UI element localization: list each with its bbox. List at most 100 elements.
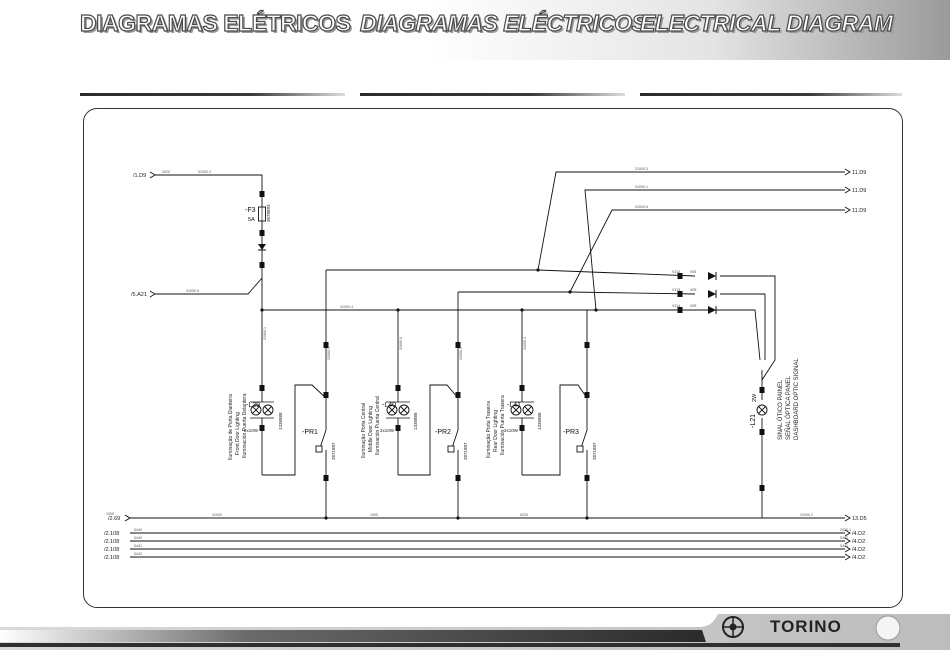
wire-w21: 31000.4 xyxy=(523,337,527,350)
diode-d1b: X05 xyxy=(690,270,696,274)
header-rule-1 xyxy=(80,93,345,96)
wire-w6: 31000.1 xyxy=(635,185,648,189)
wire-w20: 31000.0 xyxy=(399,337,403,350)
desc-l41-en: Iluminación Puerta Trasera xyxy=(500,395,506,455)
desc-l41-es: Rear Door Lighting xyxy=(493,410,499,452)
lamp-l39 xyxy=(250,401,274,419)
header-background xyxy=(0,0,950,60)
wire-w11: 5440 xyxy=(134,528,142,532)
desc-l39-es: Front Door Lighting xyxy=(235,412,241,455)
wire-w16: 2020.1 xyxy=(840,528,851,532)
wire-w24: 5441 xyxy=(840,544,848,548)
desc-l21-en: DASHBOARD OPTIC SIGNAL xyxy=(794,358,800,440)
label-l39: -L39 xyxy=(246,402,260,409)
wiring xyxy=(130,171,845,558)
wire-w18: 31000.2 xyxy=(800,513,813,517)
code-l40: 1336888 xyxy=(413,412,418,430)
wire-w9: 1000 xyxy=(370,513,378,517)
code-f3: 3678893 xyxy=(266,204,271,222)
diode-labels: V112 V113 V114 X05 X05 X05 xyxy=(672,270,696,308)
diode-d1: V112 xyxy=(672,270,680,274)
lamp-l21 xyxy=(756,404,768,416)
wire-w3: 31000.5 xyxy=(186,289,199,293)
code-l39: 1336888 xyxy=(278,412,283,430)
diodes xyxy=(708,272,717,314)
wire-w15: 31000.6 xyxy=(635,205,648,209)
door-switches xyxy=(315,429,588,453)
label-l41: -L41 xyxy=(507,402,521,409)
diode-d3: V114 xyxy=(672,304,680,308)
ref-right-bus: 13.D5 xyxy=(852,516,867,522)
desc-l41-pt: Iluminação Porta Traseira xyxy=(486,401,492,458)
ref-left-b1: /2.108 xyxy=(104,531,119,537)
wire-w19: 31000.1 xyxy=(263,327,267,340)
wire-w14: 5442 xyxy=(134,552,142,556)
rating-l40: 2x10W xyxy=(380,428,395,433)
code-pr3: 2871887 xyxy=(592,442,597,460)
diode-d2b: X05 xyxy=(690,288,696,292)
ref-left-mid: /5.A21 xyxy=(131,292,147,298)
brand-name: TORINO xyxy=(770,617,842,636)
header-rule-2 xyxy=(360,93,625,96)
steering-wheel-icon xyxy=(722,616,744,638)
wire-w12: 5440 xyxy=(134,536,142,540)
desc-l40-pt: Iluminação Porta Central xyxy=(361,403,367,458)
wire-w22: 31000.5 xyxy=(327,347,331,360)
label-l40: -L40 xyxy=(382,402,396,409)
ref-left-top: /1.D9 xyxy=(133,173,146,179)
component-ratings: 2x10W 2x10W 2x10W 1336888 1336888 133688… xyxy=(244,204,597,460)
ref-right-b3: /4.D2 xyxy=(852,547,865,553)
wire-w17: 5462 xyxy=(840,536,848,540)
desc-l21-pt: SINAL ÓTICO PAINEL xyxy=(777,379,784,440)
wire-w7: 1305 xyxy=(106,512,114,516)
rating-l41: 2x10W xyxy=(504,428,519,433)
ref-right-1: 11.D9 xyxy=(852,170,866,176)
wire-labels: 2020 31000.2 31000.5 31000.4 31000.3 310… xyxy=(106,167,851,556)
label-pr3: -PR3 xyxy=(563,429,579,436)
reference-arrows xyxy=(124,168,851,561)
lamp-descriptions: Iluminação de Porta Dianteira Front Door… xyxy=(228,358,800,460)
header-rule-3 xyxy=(640,93,902,96)
lamp-l40 xyxy=(386,401,410,419)
title-spanish: DIAGRAMAS ELÉCTRICOS xyxy=(359,9,647,36)
ref-right-b2: /4.D2 xyxy=(852,539,865,545)
junction-dots xyxy=(260,268,598,520)
ref-left-bus: /2.69 xyxy=(108,516,120,522)
code-pr1: 2871887 xyxy=(331,442,336,460)
footer-graphic xyxy=(0,614,950,650)
ref-right-b4: /4.D2 xyxy=(852,555,865,561)
ref-left-b3: /2.108 xyxy=(104,547,119,553)
label-l21-rating: 2W xyxy=(752,393,758,402)
diode-d2: V113 xyxy=(672,288,680,292)
wire-w4: 31000.4 xyxy=(340,305,353,309)
desc-l39-pt: Iluminação de Porta Dianteira xyxy=(228,394,234,460)
desc-l21-es: SEÑAL ÓPTICA PANEL xyxy=(785,375,792,440)
ref-left-b2: /2.108 xyxy=(104,539,119,545)
rating-l39: 2x10W xyxy=(244,428,259,433)
label-pr2: -PR2 xyxy=(435,429,451,436)
label-f3: -F3 xyxy=(245,207,256,214)
desc-l40-en: Iluminación Puerta Central xyxy=(375,396,381,455)
wire-w23: 31000.3 xyxy=(459,347,463,360)
label-pr1: -PR1 xyxy=(302,429,318,436)
title-portuguese: DIAGRAMAS ELÉTRICOS xyxy=(79,9,351,36)
desc-l39-en: Iluminación Puerta Delantera xyxy=(242,393,248,458)
wire-w5: 31000.3 xyxy=(635,167,648,171)
code-l41: 1336888 xyxy=(537,412,542,430)
wire-w13: 5441 xyxy=(134,544,142,548)
ref-left-b4: /2.108 xyxy=(104,555,119,561)
diagram-board xyxy=(83,108,903,608)
label-l21: -L21 xyxy=(750,414,757,428)
diode-d3b: X05 xyxy=(690,304,696,308)
wire-w10: 6203 xyxy=(520,513,528,517)
wire-w8: 31000 xyxy=(212,513,222,517)
title-english: ELECTRICAL DIAGRAM xyxy=(639,9,893,36)
wire-w1: 2020 xyxy=(162,170,170,174)
code-pr2: 2871887 xyxy=(463,442,468,460)
ref-right-b1: /4.D2 xyxy=(852,531,865,537)
label-f3-rating: 5A xyxy=(248,217,255,223)
desc-l40-es: Middle Door Lighting xyxy=(368,406,374,452)
lamp-l41 xyxy=(510,401,534,419)
ref-right-2: 11.D9 xyxy=(852,188,866,194)
